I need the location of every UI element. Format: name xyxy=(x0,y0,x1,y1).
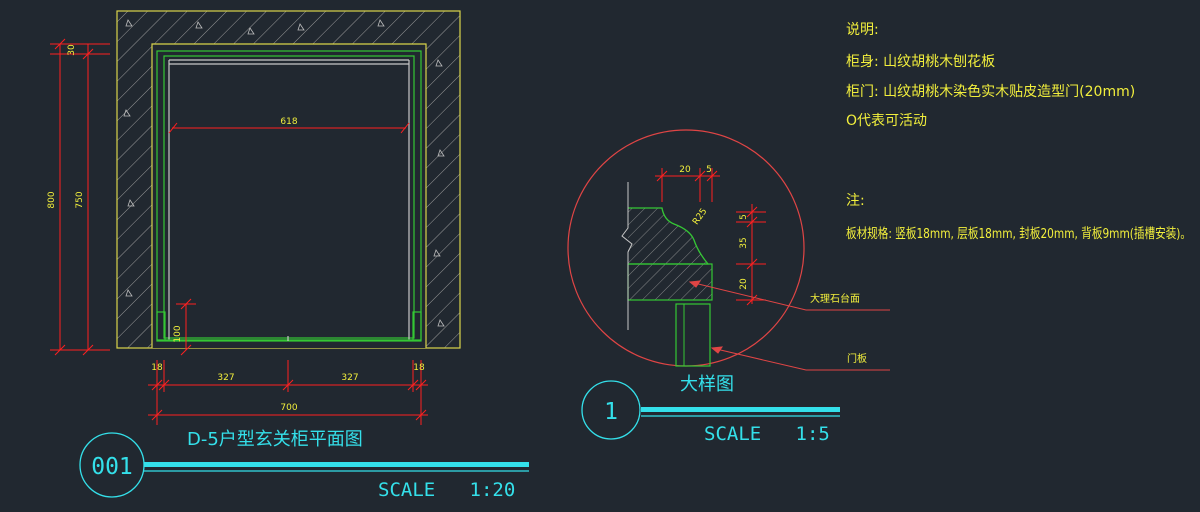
plan-scale: SCALE 1:20 xyxy=(378,479,515,501)
notes-line3: O代表可活动 xyxy=(846,113,927,129)
detail-label-marble: 大理石台面 xyxy=(810,292,860,305)
detail-dim-top-a: 20 xyxy=(679,165,691,175)
plan-title-bar xyxy=(144,462,529,467)
detail-dim-right-a: 5 xyxy=(739,214,749,220)
notes-heading: 说明: xyxy=(846,22,879,38)
dim-bottom-left: 18 xyxy=(151,363,163,373)
detail-title-bar xyxy=(641,407,840,412)
detail-view: 20 5 R25 5 35 20 大理石台面 门板 xyxy=(567,129,890,445)
detail-top-dims xyxy=(655,168,720,202)
wall xyxy=(116,10,461,349)
notes-note-heading: 注: xyxy=(846,193,865,209)
dim-bottom-mid-right: 327 xyxy=(341,373,358,383)
dim-inner-height: 750 xyxy=(75,191,85,208)
left-dimensions xyxy=(50,38,110,356)
notes-block: 说明: 柜身: 山纹胡桃木刨花板 柜门: 山纹胡桃木染色实木贴皮造型门(20mm… xyxy=(846,22,1191,242)
detail-dim-top-b: 5 xyxy=(706,165,712,175)
small-vert-dim xyxy=(176,298,196,356)
dim-overall-height: 800 xyxy=(47,191,57,208)
dim-bottom-mid-left: 327 xyxy=(217,373,234,383)
detail-label-door: 门板 xyxy=(847,352,867,365)
detail-dim-right-b: 35 xyxy=(739,237,749,248)
detail-scale: SCALE 1:5 xyxy=(704,423,830,445)
detail-number: 1 xyxy=(604,399,618,425)
detail-title: 大样图 xyxy=(680,374,734,395)
detail-number-circle xyxy=(581,380,641,440)
notes-line1: 柜身: 山纹胡桃木刨花板 xyxy=(846,54,995,70)
notes-note-line: 板材规格: 竖板18mm, 层板18mm, 封板20mm, 背板9mm(插槽安装… xyxy=(846,226,1191,242)
detail-leaders xyxy=(688,280,890,371)
plan-title: D-5户型玄关柜平面图 xyxy=(187,429,363,450)
dim-bottom-right: 18 xyxy=(413,363,425,373)
bottom-dimensions xyxy=(148,360,428,425)
plan-number: 001 xyxy=(91,454,133,480)
detail-right-dims xyxy=(736,204,766,306)
dim-bottom-total: 700 xyxy=(280,403,297,413)
plan-view: 30 800 750 618 100 xyxy=(47,10,529,501)
dim-top-small: 30 xyxy=(67,44,77,56)
dim-left-small: 100 xyxy=(173,325,183,342)
notes-line2: 柜门: 山纹胡桃木染色实木贴皮造型门(20mm) xyxy=(846,83,1135,100)
cabinet-outline xyxy=(156,50,422,342)
detail-dim-right-c: 20 xyxy=(739,278,749,290)
dim-inner-width: 618 xyxy=(280,117,297,127)
detail-dim-radius: R25 xyxy=(691,207,709,227)
inner-width-dim xyxy=(168,122,410,134)
